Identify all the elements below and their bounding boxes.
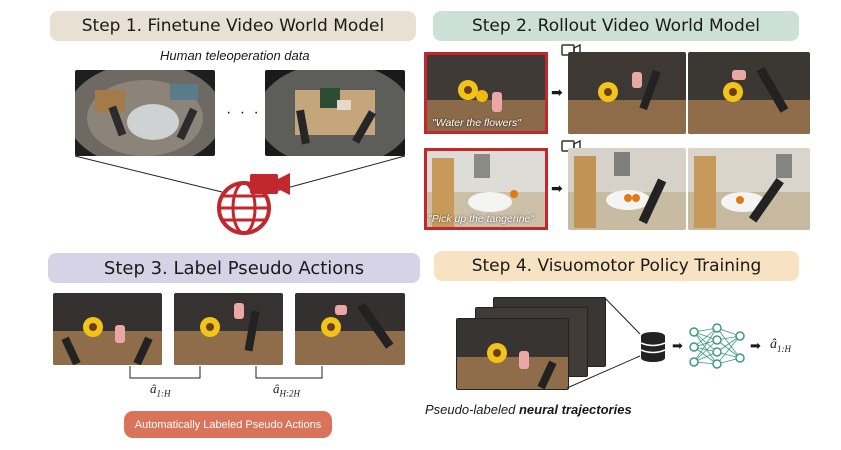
policy-output-action: â1:H — [770, 337, 791, 354]
rollout-frame-2b — [688, 148, 810, 230]
step2-title: Step 2. Rollout Video World Model — [433, 11, 799, 41]
prompt-water-flowers: "Water the flowers" — [432, 117, 521, 129]
rollout-frame-2a — [568, 148, 686, 230]
label-frame-2 — [174, 293, 283, 365]
arrow-right-icon: ➡ — [750, 338, 761, 353]
step4-caption: Pseudo-labeled neural trajectories — [425, 402, 632, 417]
step4-caption-bold: neural trajectories — [518, 402, 632, 417]
database-icon — [640, 331, 666, 368]
arrow-right-icon: ➡ — [551, 180, 563, 196]
step4-caption-plain: Pseudo-labeled — [425, 402, 519, 417]
arrow-right-icon: ➡ — [672, 338, 683, 353]
label-frame-3 — [295, 293, 405, 365]
teleop-frame-1 — [75, 70, 215, 156]
globe-camera-icon — [212, 168, 296, 238]
step4-title: Step 4. Visuomotor Policy Training — [434, 251, 799, 281]
step3-title: Step 3. Label Pseudo Actions — [48, 253, 420, 283]
step1-caption: Human teleoperation data — [160, 48, 310, 63]
neural-network-icon — [688, 322, 746, 377]
label-frame-1 — [53, 293, 162, 365]
pseudo-action-1: â1:H — [150, 381, 171, 399]
ellipsis: · · · — [226, 104, 261, 121]
rollout-input-tangerine — [424, 148, 548, 230]
rollout-input-flowers — [424, 52, 548, 134]
rollout-input-frame-1 — [424, 52, 548, 134]
pseudo-action-2: âH:2H — [273, 381, 300, 399]
trajectory-stack-front — [456, 318, 569, 390]
step1-title: Step 1. Finetune Video World Model — [50, 11, 416, 41]
rollout-frame-1b — [688, 52, 810, 134]
rollout-frame-1a — [568, 52, 686, 134]
rollout-input-frame-2 — [424, 148, 548, 230]
teleop-frame-2 — [265, 70, 405, 156]
prompt-pick-tangerine: "Pick up the tangerine" — [428, 213, 535, 225]
auto-label-badge: Automatically Labeled Pseudo Actions — [124, 411, 332, 438]
arrow-right-icon: ➡ — [551, 84, 563, 100]
